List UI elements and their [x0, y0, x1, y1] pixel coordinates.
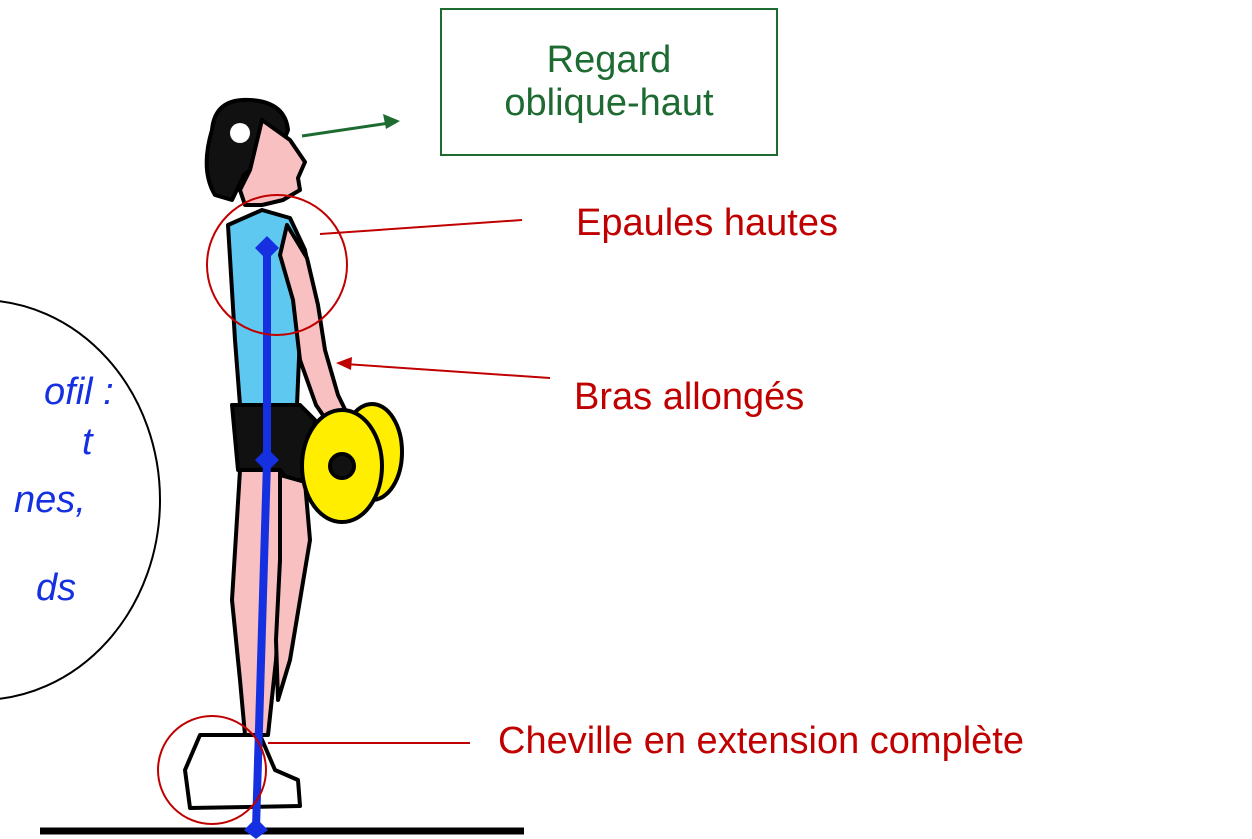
arms-pointer: [344, 363, 551, 379]
body-axis: [244, 236, 279, 839]
gaze-label-line1: Regard: [546, 39, 672, 81]
shoe: [183, 733, 302, 810]
side-note-line2: t: [82, 421, 93, 463]
axis-marker-shoulder: [255, 236, 279, 260]
face: [238, 118, 307, 207]
gaze-arrowhead: [383, 114, 400, 129]
shoulders-label: Epaules hautes: [576, 202, 838, 244]
side-note-line1: ofil :: [44, 371, 114, 413]
arms-label: Bras allongés: [574, 376, 805, 418]
axis-marker-hip: [255, 448, 279, 472]
side-note-line3: nes,: [14, 479, 86, 521]
ankle-circle: [157, 715, 267, 825]
gaze-label-box: Regard oblique-haut: [440, 8, 778, 156]
weightlifter-figure: [183, 97, 404, 810]
side-note-line4: ds: [36, 567, 77, 609]
gaze-label-line2: oblique-haut: [504, 82, 714, 124]
axis-marker-ankle: [244, 818, 268, 839]
side-note-ellipse: [0, 300, 161, 700]
arms-arrowhead: [336, 357, 352, 370]
ankle-label: Cheville en extension complète: [498, 720, 1024, 762]
gaze-arrow: [301, 120, 397, 138]
back-leg: [274, 473, 312, 702]
shoulder-circle: [206, 194, 348, 336]
shoulders-pointer: [319, 219, 523, 235]
